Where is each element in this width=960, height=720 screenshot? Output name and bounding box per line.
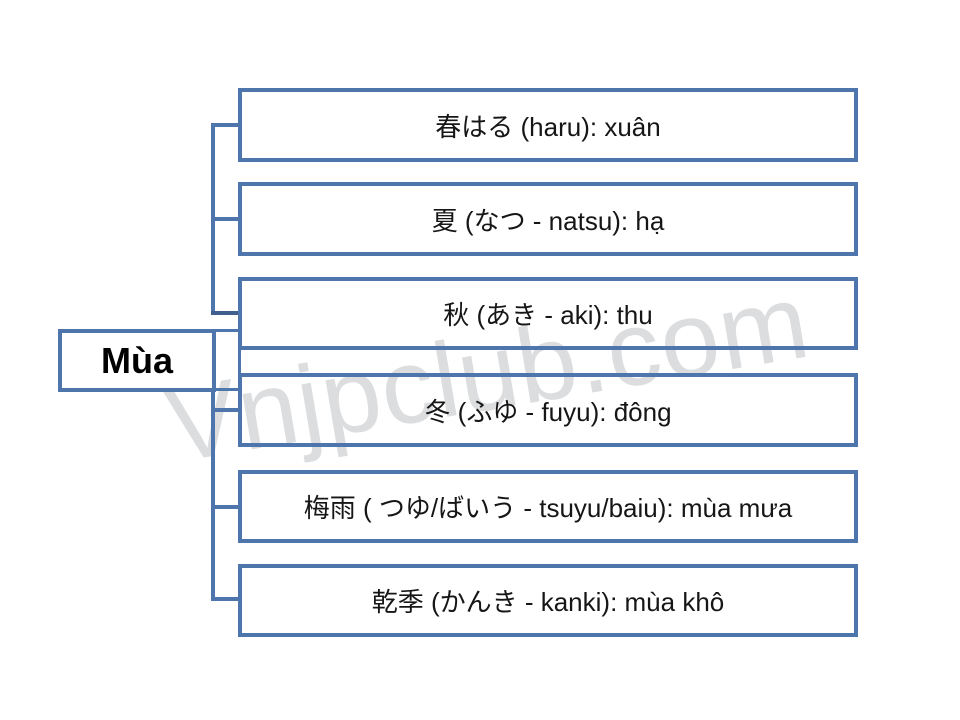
child-node-winter: 冬 (ふゆ - fuyu): đông [238,373,858,447]
connector-stub-rainy [211,505,242,509]
connector-trunk-lower [211,391,215,601]
connector-stub-dry [211,597,242,601]
connector-stub-winter [211,408,242,412]
connector-stub-autumn [211,311,242,315]
root-node-mua: Mùa [58,329,216,392]
root-elbow-connector [213,329,241,391]
child-node-label: 梅雨 ( つゆ/ばいう - tsuyu/baiu): mùa mưa [303,493,793,523]
child-node-dry-season: 乾季 (かんき - kanki): mùa khô [238,564,858,637]
child-node-label: 夏 (なつ - natsu): hạ [431,205,665,236]
child-node-label: 秋 (あき - aki): thu [443,300,653,330]
child-node-label: 冬 (ふゆ - fuyu): đông [424,396,672,427]
child-node-label: 春はる (haru): xuân [435,111,661,142]
child-node-summer: 夏 (なつ - natsu): hạ [238,182,858,256]
root-node-label: Mùa [101,339,173,381]
connector-stub-summer [211,217,242,221]
child-node-rainy-season: 梅雨 ( つゆ/ばいう - tsuyu/baiu): mùa mưa [238,470,858,543]
child-node-autumn: 秋 (あき - aki): thu [238,277,858,350]
child-node-label: 乾季 (かんき - kanki): mùa khô [371,587,725,617]
connector-stub-spring [211,123,242,127]
child-node-spring: 春はる (haru): xuân [238,88,858,162]
